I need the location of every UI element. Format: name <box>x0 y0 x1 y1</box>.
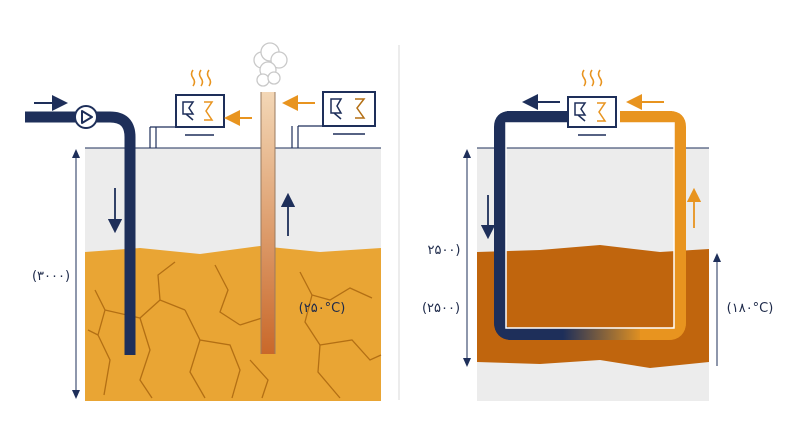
rock-cracks <box>87 261 382 399</box>
heat-exchanger-icon <box>291 91 376 148</box>
steam-cloud-icon <box>253 42 288 87</box>
heat-exchanger-icon <box>567 96 617 136</box>
left-depth-arrow-bottom <box>72 390 80 399</box>
right-depth-arrow-top <box>463 149 471 158</box>
heat-waves-icon <box>190 69 212 87</box>
right-depth-label-bottom: (۲۵۰۰) <box>422 301 460 316</box>
production-well <box>261 92 275 354</box>
right-temp-arrow-top <box>713 253 721 262</box>
left-panel: (۳۰۰۰) (۲۵۰°C) <box>25 42 382 401</box>
left-temp-label: (۲۵۰°C) <box>299 301 346 316</box>
left-depth-arrow-top <box>72 149 80 158</box>
closed-loop-pipe <box>494 111 686 340</box>
right-temp-label: (۱۸۰°C) <box>727 301 774 316</box>
left-depth-label: (۳۰۰۰) <box>32 269 70 284</box>
pump-icon <box>74 105 98 129</box>
injection-pipe <box>25 111 136 355</box>
right-panel: ۲۵۰۰) (۲۵۰۰) (۱۸۰°C) <box>422 69 774 401</box>
right-depth-arrow-bottom <box>463 358 471 367</box>
right-depth-label-top: ۲۵۰۰) <box>427 243 460 258</box>
heat-waves-icon <box>581 69 603 87</box>
heat-exchanger-icon <box>149 94 225 148</box>
